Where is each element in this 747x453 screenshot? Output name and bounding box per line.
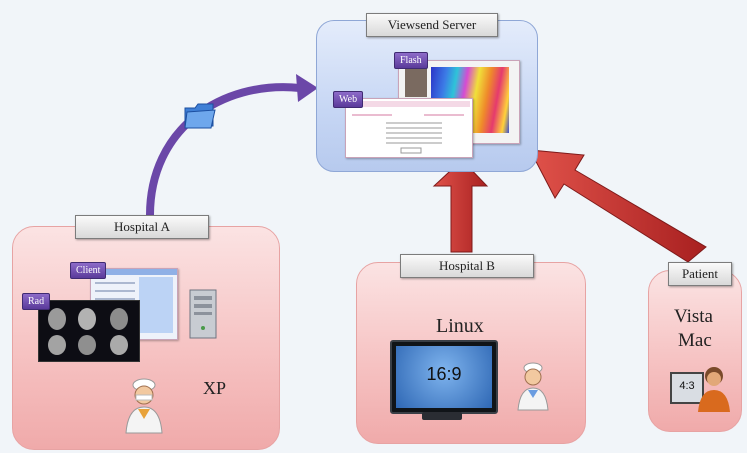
monitor-screen: 16:9 [390,340,498,414]
monitor-stand [422,412,462,420]
ct-scan-images [48,308,128,355]
folder-icon [184,103,216,129]
red-arrow-hospital-b [432,159,489,253]
purple-arrowhead [296,74,318,102]
patient-person-icon [698,367,730,412]
purple-curved-arrow [146,83,301,216]
patient-title: Patient [668,262,732,286]
patient-os-line2: Mac [678,330,712,351]
patient-os-line1: Vista [674,306,713,327]
web-page-content [348,101,470,154]
viewsend-server-title: Viewsend Server [366,13,498,37]
hospital-b-title: Hospital B [400,254,534,278]
patient-ratio-label: 4:3 [679,380,695,392]
server-tower-icon [189,289,217,339]
nurse-icon [517,362,549,411]
patient-computer-icon: 4:3 [668,362,732,414]
radiology-viewer [38,300,140,362]
client-table-content [91,269,177,333]
monitor-display [396,346,492,408]
flash-tag: Flash [394,52,428,69]
patient-monitor: 4:3 [670,372,704,404]
web-tag: Web [333,91,364,108]
monitor-ratio-label: 16:9 [426,364,462,384]
monitor-icon: 16:9 [390,340,498,424]
person-thumbnail [405,67,427,97]
client-tag: Client [70,262,107,279]
doctor-icon [125,378,163,434]
red-arrow-patient [529,149,707,263]
hospital-a-title: Hospital A [75,215,209,239]
rad-tag: Rad [22,293,51,310]
hospital-a-os: XP [203,378,227,398]
web-window [345,98,473,158]
hospital-b-os: Linux [436,315,484,337]
